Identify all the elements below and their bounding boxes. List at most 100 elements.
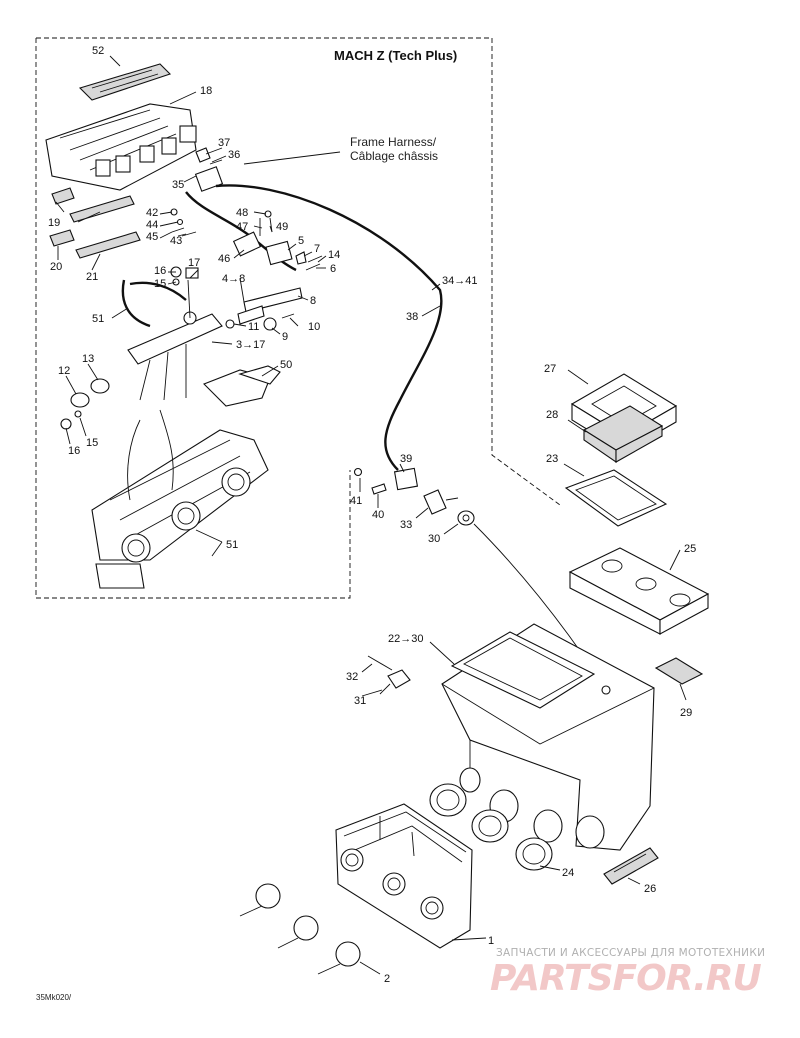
part-9-clamp xyxy=(263,317,277,331)
part-30-grommet xyxy=(457,510,475,526)
part-40-clip xyxy=(371,483,387,495)
part-3-17-fuel-rail xyxy=(127,266,223,401)
callout-12: 12 xyxy=(58,365,70,377)
watermark-tagline: ЗАПЧАСТИ И АКСЕССУАРЫ ДЛЯ МОТОТЕХНИКИ xyxy=(496,947,765,959)
callout-8: 8 xyxy=(310,295,316,307)
callout-47: 47 xyxy=(236,221,248,233)
callout-23: 23 xyxy=(546,453,558,465)
part-42-44-45-hardware xyxy=(170,208,197,237)
callout-46: 46 xyxy=(218,253,230,265)
part-21-strip xyxy=(75,231,141,259)
part-7-clip xyxy=(295,251,307,265)
callout-16b: 16 xyxy=(68,445,80,457)
part-47-49-bolts xyxy=(259,210,273,236)
part-51-fuel-hose xyxy=(121,279,187,328)
part-6-14-pins xyxy=(305,255,323,271)
callout-3to17: 3→17 xyxy=(236,339,265,351)
callout-9: 9 xyxy=(282,331,288,343)
callout-7: 7 xyxy=(314,243,320,255)
part-25-silencer-plate xyxy=(568,547,710,635)
callout-11: 11 xyxy=(248,321,259,333)
callout-51b: 51 xyxy=(226,539,238,551)
callout-15a: 15 xyxy=(154,278,166,290)
part-35-connector xyxy=(194,166,224,192)
callout-20: 20 xyxy=(50,261,62,273)
part-39-sensor-connector xyxy=(393,467,419,491)
part-18-ecu xyxy=(45,103,197,191)
part-19-strip xyxy=(51,187,75,205)
callout-18: 18 xyxy=(200,85,212,97)
callout-32: 32 xyxy=(346,671,358,683)
part-22-30-airbox xyxy=(441,623,655,851)
part-36-pin xyxy=(209,159,223,165)
callout-2: 2 xyxy=(384,973,390,985)
callout-25: 25 xyxy=(684,543,696,555)
callout-35: 35 xyxy=(172,179,184,191)
callout-39: 39 xyxy=(400,453,412,465)
callout-37: 37 xyxy=(218,137,230,149)
callout-38: 38 xyxy=(406,311,418,323)
callout-29: 29 xyxy=(680,707,692,719)
callout-48: 48 xyxy=(236,207,248,219)
part-37-clip xyxy=(195,147,211,163)
part-32-screw xyxy=(367,655,393,671)
frame-harness-note-line2: Câblage châssis xyxy=(350,149,438,163)
callout-26: 26 xyxy=(644,883,656,895)
part-52-decal xyxy=(78,63,172,101)
model-title: MACH Z (Tech Plus) xyxy=(334,48,457,63)
part-20-strip xyxy=(49,229,75,247)
callout-14: 14 xyxy=(328,249,340,261)
inset-throttle-body xyxy=(91,409,269,589)
part-21a-strip xyxy=(69,195,135,223)
callout-41: 41 xyxy=(350,495,362,507)
watermark-logo: PARTSFOR.RU xyxy=(490,958,762,999)
callout-30: 30 xyxy=(428,533,440,545)
callout-24: 24 xyxy=(562,867,574,879)
drawing-code: 35Mk020/ xyxy=(36,993,72,1002)
callout-43: 43 xyxy=(170,235,182,247)
part-41-nut xyxy=(353,467,363,477)
callout-45: 45 xyxy=(146,231,158,243)
callout-13: 13 xyxy=(82,353,94,365)
frame-harness-note-line1: Frame Harness/ xyxy=(350,135,437,149)
part-26-decal xyxy=(603,847,659,885)
part-31-bracket xyxy=(379,669,411,695)
part-33-temp-sensor xyxy=(423,489,459,515)
part-16b-cap xyxy=(60,418,72,430)
part-15b-oring xyxy=(74,410,82,418)
part-10-screw xyxy=(281,313,295,319)
callout-31: 31 xyxy=(354,695,366,707)
callout-34to41: 34→41 xyxy=(442,275,477,287)
callout-36: 36 xyxy=(228,149,240,161)
part-46-connector xyxy=(232,231,262,257)
callout-16a: 16 xyxy=(154,265,166,277)
frame-harness-wire xyxy=(215,184,443,471)
part-11-ring xyxy=(225,319,235,329)
part-1-throttle-body xyxy=(335,803,473,949)
part-2-clamps xyxy=(239,883,361,975)
callout-50: 50 xyxy=(280,359,292,371)
part-5-connector xyxy=(265,240,293,266)
leader-lines xyxy=(55,55,687,975)
callout-49: 49 xyxy=(276,221,288,233)
callout-21: 21 xyxy=(86,271,98,283)
callout-5: 5 xyxy=(298,235,304,247)
callout-27: 27 xyxy=(544,363,556,375)
part-23-cover-plate xyxy=(564,469,668,527)
callout-10: 10 xyxy=(308,321,320,333)
callout-17: 17 xyxy=(188,257,200,269)
part-12-cap xyxy=(70,392,90,408)
callout-42: 42 xyxy=(146,207,158,219)
inset-frame xyxy=(35,37,561,599)
callout-51a: 51 xyxy=(92,313,104,325)
part-24-adaptors xyxy=(429,783,553,871)
callout-4to8: 4→8 xyxy=(222,273,245,285)
part-29-label xyxy=(654,657,704,685)
callout-labels: 52 18 37 36 35 19 42 44 45 43 48 47 49 4… xyxy=(48,45,696,985)
callout-19: 19 xyxy=(48,217,60,229)
callout-28: 28 xyxy=(546,409,558,421)
callout-1: 1 xyxy=(488,935,494,947)
part-28-filter xyxy=(582,405,664,464)
callout-40: 40 xyxy=(372,509,384,521)
